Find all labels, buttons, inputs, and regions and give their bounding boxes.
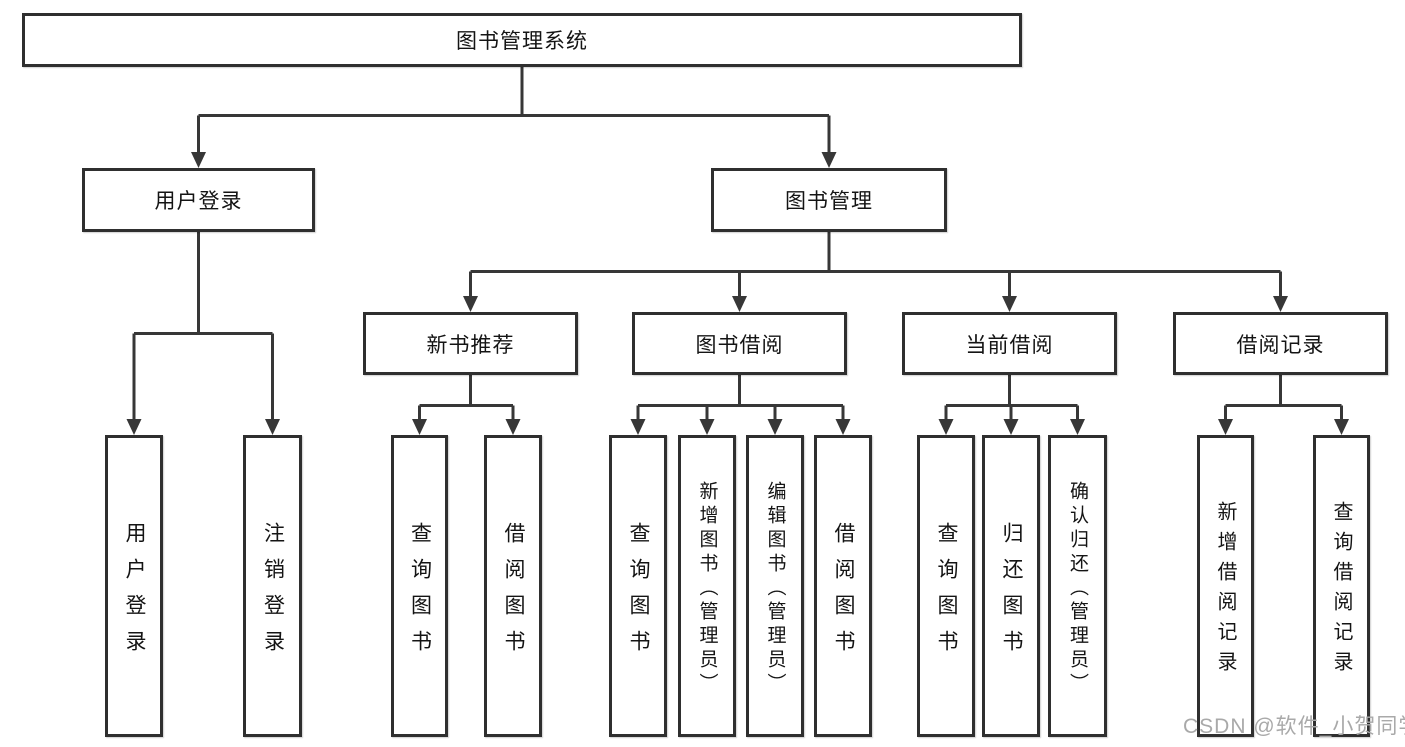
node-leaf-logout: 注销登录 [243, 435, 302, 737]
node-root-label: 图书管理系统 [456, 30, 588, 53]
node-leaf-add-book-label: 新增图书（管理员） [696, 480, 718, 697]
node-leaf-confirm-return-label: 确认归还（管理员） [1067, 480, 1088, 697]
connector-book-mgmt-to-children [463, 232, 1288, 312]
connector-book-borrow-to-children [630, 375, 851, 435]
node-book-borrow-label: 图书借阅 [695, 333, 784, 357]
node-leaf-query-book-1: 查询图书 [391, 435, 448, 737]
connector-user-login-to-children [126, 232, 280, 435]
connector-new-book-rec-to-children [412, 375, 521, 435]
node-leaf-query-book-3: 查询图书 [917, 435, 975, 737]
node-leaf-query-book-3-label: 查询图书 [935, 521, 958, 666]
node-leaf-borrow-book-1: 借阅图书 [484, 435, 542, 737]
node-leaf-confirm-return: 确认归还（管理员） [1048, 435, 1107, 737]
node-leaf-user-login: 用户登录 [105, 435, 163, 737]
node-new-book-rec-label: 新书推荐 [426, 333, 515, 357]
connector-root-to-level2 [191, 67, 837, 168]
node-leaf-return-book: 归还图书 [982, 435, 1040, 737]
node-leaf-query-book-1-label: 查询图书 [408, 521, 432, 666]
node-borrow-record-label: 借阅记录 [1236, 333, 1325, 357]
node-leaf-add-record-label: 新增借阅记录 [1214, 501, 1236, 681]
node-leaf-query-record: 查询借阅记录 [1313, 435, 1370, 737]
node-user-login-label: 用户登录 [154, 190, 243, 213]
node-leaf-borrow-book-2-label: 借阅图书 [832, 521, 855, 666]
node-current-borrow: 当前借阅 [902, 312, 1117, 375]
node-book-mgmt-label: 图书管理 [785, 190, 873, 213]
csdn-watermark: CSDN @软件_小贺同学 [1183, 715, 1405, 738]
node-leaf-borrow-book-2: 借阅图书 [814, 435, 872, 737]
node-root: 图书管理系统 [22, 13, 1022, 67]
node-leaf-query-record-label: 查询借阅记录 [1330, 501, 1352, 681]
node-borrow-record: 借阅记录 [1173, 312, 1388, 375]
node-new-book-rec: 新书推荐 [363, 312, 578, 375]
node-current-borrow-label: 当前借阅 [965, 333, 1054, 357]
connector-current-borrow-to-children [938, 375, 1085, 435]
node-leaf-query-book-2: 查询图书 [609, 435, 667, 737]
node-leaf-add-book: 新增图书（管理员） [678, 435, 736, 737]
node-leaf-edit-book-label: 编辑图书（管理员） [764, 480, 786, 697]
node-user-login: 用户登录 [82, 168, 315, 232]
node-leaf-query-book-2-label: 查询图书 [627, 521, 650, 666]
node-book-mgmt: 图书管理 [711, 168, 947, 232]
node-book-borrow: 图书借阅 [632, 312, 847, 375]
connector-borrow-record-to-children [1218, 375, 1349, 435]
node-leaf-return-book-label: 归还图书 [1000, 521, 1023, 666]
node-leaf-edit-book: 编辑图书（管理员） [746, 435, 804, 737]
node-leaf-add-record: 新增借阅记录 [1197, 435, 1254, 737]
node-leaf-user-login-label: 用户登录 [123, 521, 146, 666]
node-leaf-borrow-book-1-label: 借阅图书 [502, 521, 525, 666]
node-leaf-logout-label: 注销登录 [261, 521, 285, 666]
